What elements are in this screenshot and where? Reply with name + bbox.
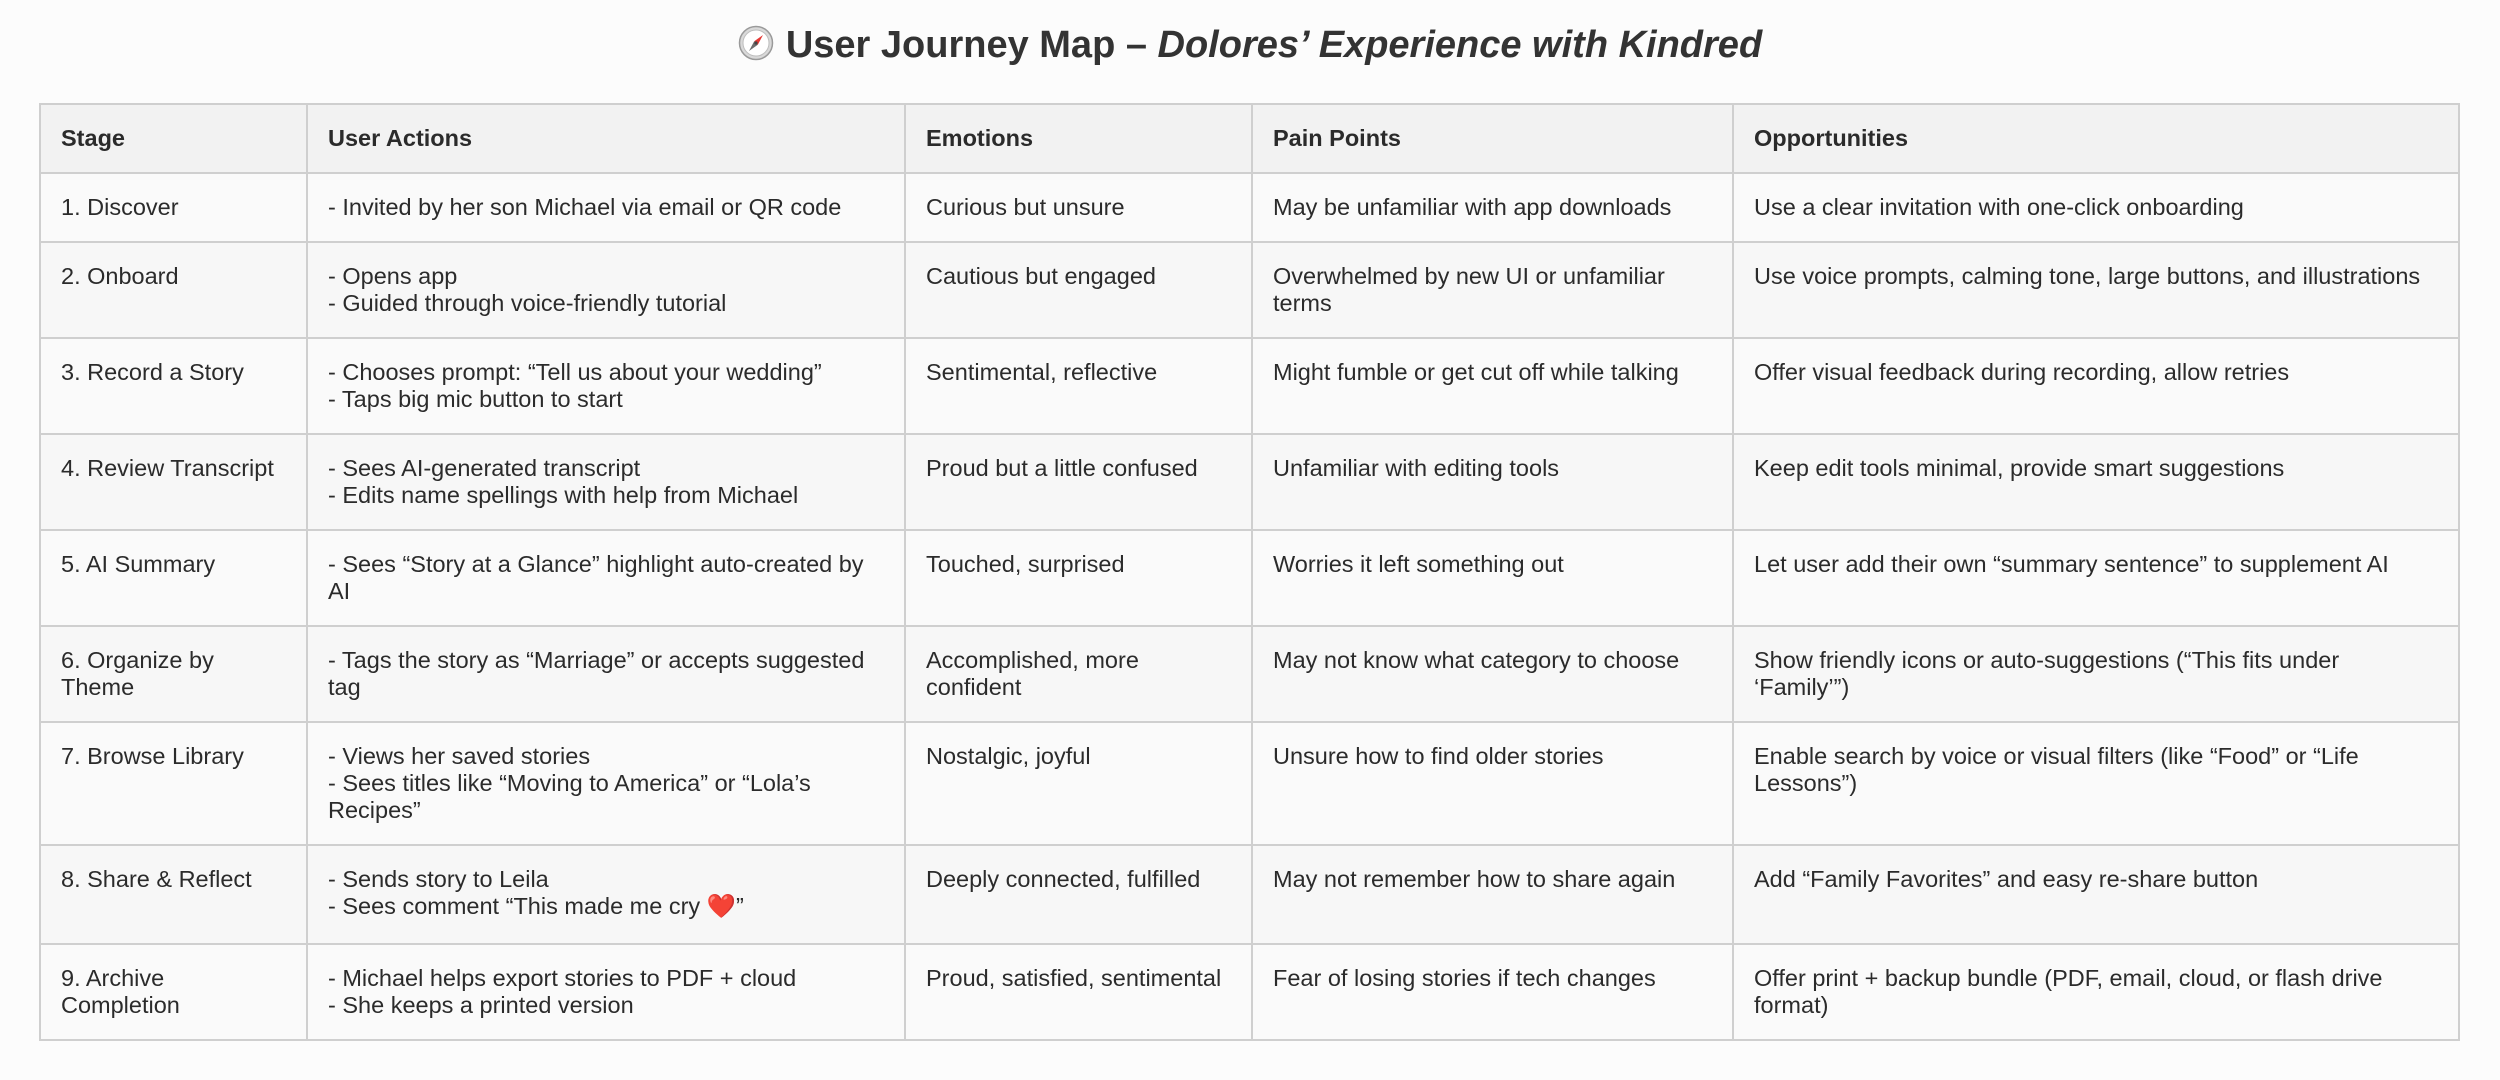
journey-table: Stage User Actions Emotions Pain Points … bbox=[39, 103, 2460, 1041]
opportunities-cell: Add “Family Favorites” and easy re-share… bbox=[1732, 844, 2460, 945]
title-prefix: User Journey Map – bbox=[785, 24, 1158, 66]
action-line: - Invited by her son Michael via email o… bbox=[328, 194, 842, 220]
user-actions-cell: - Chooses prompt: “Tell us about your we… bbox=[306, 337, 906, 435]
table-row: 6. Organize by Theme - Tags the story as… bbox=[39, 625, 2460, 723]
action-line: - Sees AI-generated transcript bbox=[328, 455, 641, 481]
user-actions-cell: - Sees “Story at a Glance” highlight aut… bbox=[306, 529, 906, 627]
action-line: - Chooses prompt: “Tell us about your we… bbox=[328, 359, 822, 385]
opportunities-cell: Let user add their own “summary sentence… bbox=[1732, 529, 2460, 627]
header-user-actions: User Actions bbox=[306, 103, 906, 174]
opportunities-cell: Keep edit tools minimal, provide smart s… bbox=[1732, 433, 2460, 531]
page-title: User Journey Map – Dolores’ Experience w… bbox=[0, 20, 2500, 70]
user-actions-cell: - Tags the story as “Marriage” or accept… bbox=[306, 625, 906, 723]
action-line: - Michael helps export stories to PDF + … bbox=[328, 965, 797, 991]
user-actions-cell: - Opens app - Guided through voice-frien… bbox=[306, 241, 906, 339]
pain-points-cell: Unsure how to find older stories bbox=[1251, 721, 1734, 846]
table-row: 5. AI Summary - Sees “Story at a Glance”… bbox=[39, 529, 2460, 627]
action-line: - She keeps a printed version bbox=[328, 992, 634, 1018]
pain-points-cell: May be unfamiliar with app downloads bbox=[1251, 172, 1734, 243]
emotions-cell: Proud but a little confused bbox=[904, 433, 1253, 531]
user-actions-cell: - Sees AI-generated transcript - Edits n… bbox=[306, 433, 906, 531]
table-row: 1. Discover - Invited by her son Michael… bbox=[39, 172, 2460, 243]
emotions-cell: Nostalgic, joyful bbox=[904, 721, 1253, 846]
table-row: 3. Record a Story - Chooses prompt: “Tel… bbox=[39, 337, 2460, 435]
stage-cell: 3. Record a Story bbox=[39, 337, 308, 435]
header-row: Stage User Actions Emotions Pain Points … bbox=[39, 103, 2460, 174]
stage-cell: 1. Discover bbox=[39, 172, 308, 243]
pain-points-cell: Might fumble or get cut off while talkin… bbox=[1251, 337, 1734, 435]
emotions-cell: Accomplished, more confident bbox=[904, 625, 1253, 723]
user-actions-cell: - Michael helps export stories to PDF + … bbox=[306, 943, 906, 1041]
action-line: - Taps big mic button to start bbox=[328, 386, 623, 412]
action-line: - Views her saved stories bbox=[328, 743, 591, 769]
table-row: 7. Browse Library - Views her saved stor… bbox=[39, 721, 2460, 846]
opportunities-cell: Offer visual feedback during recording, … bbox=[1732, 337, 2460, 435]
stage-cell: 2. Onboard bbox=[39, 241, 308, 339]
user-actions-cell: - Invited by her son Michael via email o… bbox=[306, 172, 906, 243]
table-row: 4. Review Transcript - Sees AI-generated… bbox=[39, 433, 2460, 531]
stage-cell: 9. Archive Completion bbox=[39, 943, 308, 1041]
emotions-cell: Curious but unsure bbox=[904, 172, 1253, 243]
user-actions-cell: - Views her saved stories - Sees titles … bbox=[306, 721, 906, 846]
opportunities-cell: Use a clear invitation with one-click on… bbox=[1732, 172, 2460, 243]
action-line: - Sees titles like “Moving to America” o… bbox=[328, 770, 811, 823]
action-line: - Sees “Story at a Glance” highlight aut… bbox=[328, 551, 864, 604]
opportunities-cell: Use voice prompts, calming tone, large b… bbox=[1732, 241, 2460, 339]
emotions-cell: Deeply connected, fulfilled bbox=[904, 844, 1253, 945]
header-opportunities: Opportunities bbox=[1732, 103, 2460, 174]
emotions-cell: Cautious but engaged bbox=[904, 241, 1253, 339]
compass-icon bbox=[738, 25, 774, 61]
table-row: 9. Archive Completion - Michael helps ex… bbox=[39, 943, 2460, 1041]
opportunities-cell: Enable search by voice or visual filters… bbox=[1732, 721, 2460, 846]
pain-points-cell: Unfamiliar with editing tools bbox=[1251, 433, 1734, 531]
stage-cell: 4. Review Transcript bbox=[39, 433, 308, 531]
pain-points-cell: Fear of losing stories if tech changes bbox=[1251, 943, 1734, 1041]
action-line: - Tags the story as “Marriage” or accept… bbox=[328, 647, 865, 700]
opportunities-cell: Offer print + backup bundle (PDF, email,… bbox=[1732, 943, 2460, 1041]
action-line: - Opens app bbox=[328, 263, 458, 289]
opportunities-cell: Show friendly icons or auto-suggestions … bbox=[1732, 625, 2460, 723]
stage-cell: 5. AI Summary bbox=[39, 529, 308, 627]
action-line: - Sends story to Leila bbox=[328, 866, 549, 892]
header-pain-points: Pain Points bbox=[1251, 103, 1734, 174]
table-row: 8. Share & Reflect - Sends story to Leil… bbox=[39, 844, 2460, 945]
emotions-cell: Sentimental, reflective bbox=[904, 337, 1253, 435]
action-line: - Guided through voice-friendly tutorial bbox=[328, 290, 727, 316]
user-actions-cell: - Sends story to Leila - Sees comment “T… bbox=[306, 844, 906, 945]
pain-points-cell: May not know what category to choose bbox=[1251, 625, 1734, 723]
table-row: 2. Onboard - Opens app - Guided through … bbox=[39, 241, 2460, 339]
pain-points-cell: Worries it left something out bbox=[1251, 529, 1734, 627]
pain-points-cell: Overwhelmed by new UI or unfamiliar term… bbox=[1251, 241, 1734, 339]
emotions-cell: Proud, satisfied, sentimental bbox=[904, 943, 1253, 1041]
action-line: - Sees comment “This made me cry ❤️” bbox=[328, 893, 744, 919]
emotions-cell: Touched, surprised bbox=[904, 529, 1253, 627]
title-emphasis: Dolores’ Experience with Kindred bbox=[1157, 24, 1763, 66]
pain-points-cell: May not remember how to share again bbox=[1251, 844, 1734, 945]
header-stage: Stage bbox=[39, 103, 308, 174]
stage-cell: 8. Share & Reflect bbox=[39, 844, 308, 945]
stage-cell: 7. Browse Library bbox=[39, 721, 308, 846]
stage-cell: 6. Organize by Theme bbox=[39, 625, 308, 723]
action-line: - Edits name spellings with help from Mi… bbox=[328, 482, 799, 508]
header-emotions: Emotions bbox=[904, 103, 1253, 174]
